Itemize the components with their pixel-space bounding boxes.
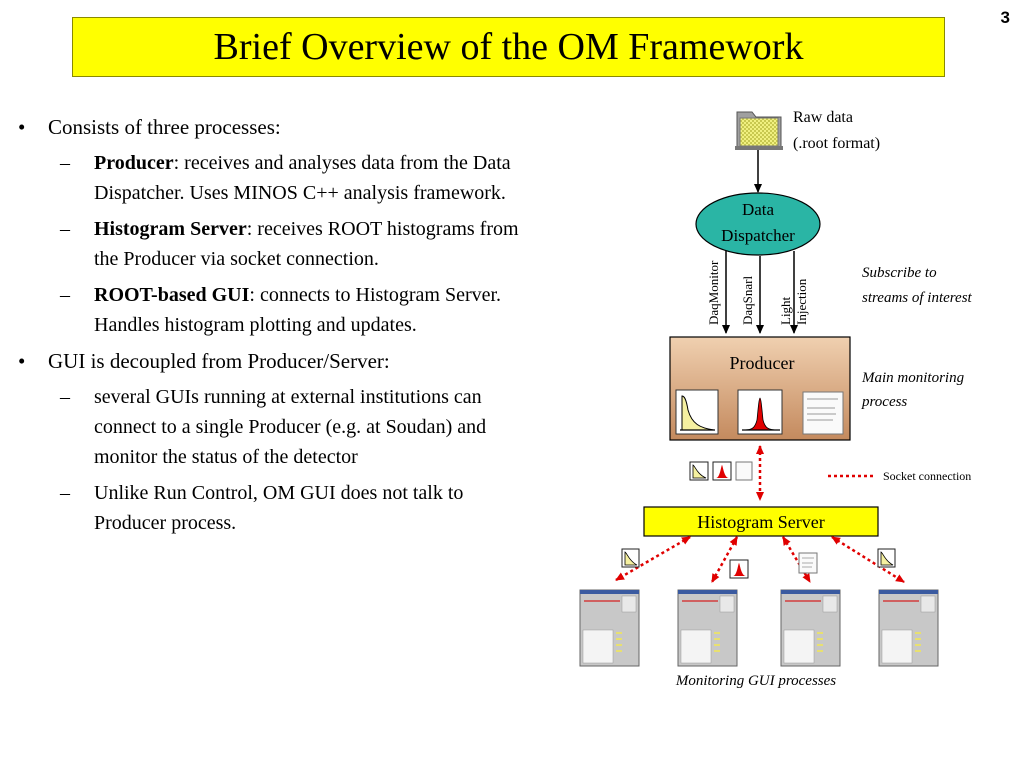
sub-bullet-text: several GUIs running at external institu… (94, 386, 487, 468)
bullet-text: GUI is decoupled from Producer/Server: (48, 349, 390, 373)
gui-window-thumbnail (579, 589, 640, 667)
term-root-gui: ROOT-based GUI (94, 284, 250, 306)
subscribe-label-2: streams of interest (862, 290, 973, 306)
stats-panel-thumbnail (802, 391, 844, 435)
sub-bullet-item: Histogram Server: receives ROOT histogra… (48, 214, 528, 274)
term-histogram-server: Histogram Server (94, 218, 247, 240)
socket-connection-gui-1 (615, 535, 691, 582)
sub-bullet-list: Producer: receives and analyses data fro… (48, 148, 528, 340)
sub-bullet-item: Unlike Run Control, OM GUI does not talk… (48, 478, 528, 538)
bullet-text: Consists of three processes: (48, 115, 281, 139)
term-producer: Producer (94, 152, 174, 174)
mini-histogram-group (689, 461, 753, 481)
stream-label-injection: Injection (794, 278, 809, 325)
sub-bullet-text: : receives and analyses data from the Da… (94, 152, 511, 204)
gui-caption: Monitoring GUI processes (675, 673, 836, 689)
folder-icon (735, 111, 783, 150)
stream-label-daqsnarl: DaqSnarl (740, 276, 755, 325)
socket-connection-gui-2 (710, 536, 739, 583)
bullet-list: Consists of three processes: Producer: r… (18, 112, 528, 544)
producer-label: Producer (730, 353, 795, 373)
dispatcher-label-1: Data (742, 200, 775, 219)
title-banner: Brief Overview of the OM Framework (72, 17, 945, 77)
slide-title: Brief Overview of the OM Framework (213, 26, 804, 68)
sub-bullet-item: several GUIs running at external institu… (48, 382, 528, 472)
sub-bullet-text: : receives ROOT histograms from the Prod… (94, 218, 519, 270)
page-number: 3 (1000, 8, 1010, 27)
gui-window-thumbnail (780, 589, 841, 667)
sub-bullet-list: several GUIs running at external institu… (48, 382, 528, 538)
subscribe-label-1: Subscribe to (862, 265, 937, 281)
mini-histogram-icon (621, 548, 640, 568)
sub-bullet-item: Producer: receives and analyses data fro… (48, 148, 528, 208)
raw-data-format-label: (.root format) (793, 135, 880, 152)
mini-histogram-icon (877, 548, 896, 568)
mini-stats-icon (798, 552, 818, 574)
gui-window-thumbnail (677, 589, 738, 667)
bullet-item: Consists of three processes: Producer: r… (18, 112, 528, 340)
sub-bullet-text: : connects to Histogram Server. Handles … (94, 284, 502, 336)
stream-label-light: Light (778, 296, 793, 325)
main-monitoring-label-2: process (861, 394, 907, 410)
dispatcher-label-2: Dispatcher (721, 226, 795, 245)
gui-window-thumbnail (878, 589, 939, 667)
histogram-thumbnail-yellow (675, 389, 719, 435)
histogram-server-node (643, 506, 879, 537)
histogram-thumbnail-red (737, 389, 783, 435)
stream-label-daqmonitor: DaqMonitor (706, 260, 721, 325)
socket-connection-gui-4 (831, 535, 905, 584)
raw-data-label: Raw data (793, 109, 853, 126)
data-dispatcher-node (695, 192, 821, 256)
sub-bullet-item: ROOT-based GUI: connects to Histogram Se… (48, 280, 528, 340)
socket-connection-gui-3 (781, 536, 812, 583)
mini-histogram-icon (729, 559, 749, 579)
socket-legend-label: Socket connection (883, 469, 971, 483)
histogram-server-label: Histogram Server (697, 512, 824, 532)
main-monitoring-label-1: Main monitoring (861, 370, 965, 386)
bullet-item: GUI is decoupled from Producer/Server: s… (18, 346, 528, 538)
sub-bullet-text: Unlike Run Control, OM GUI does not talk… (94, 482, 464, 534)
